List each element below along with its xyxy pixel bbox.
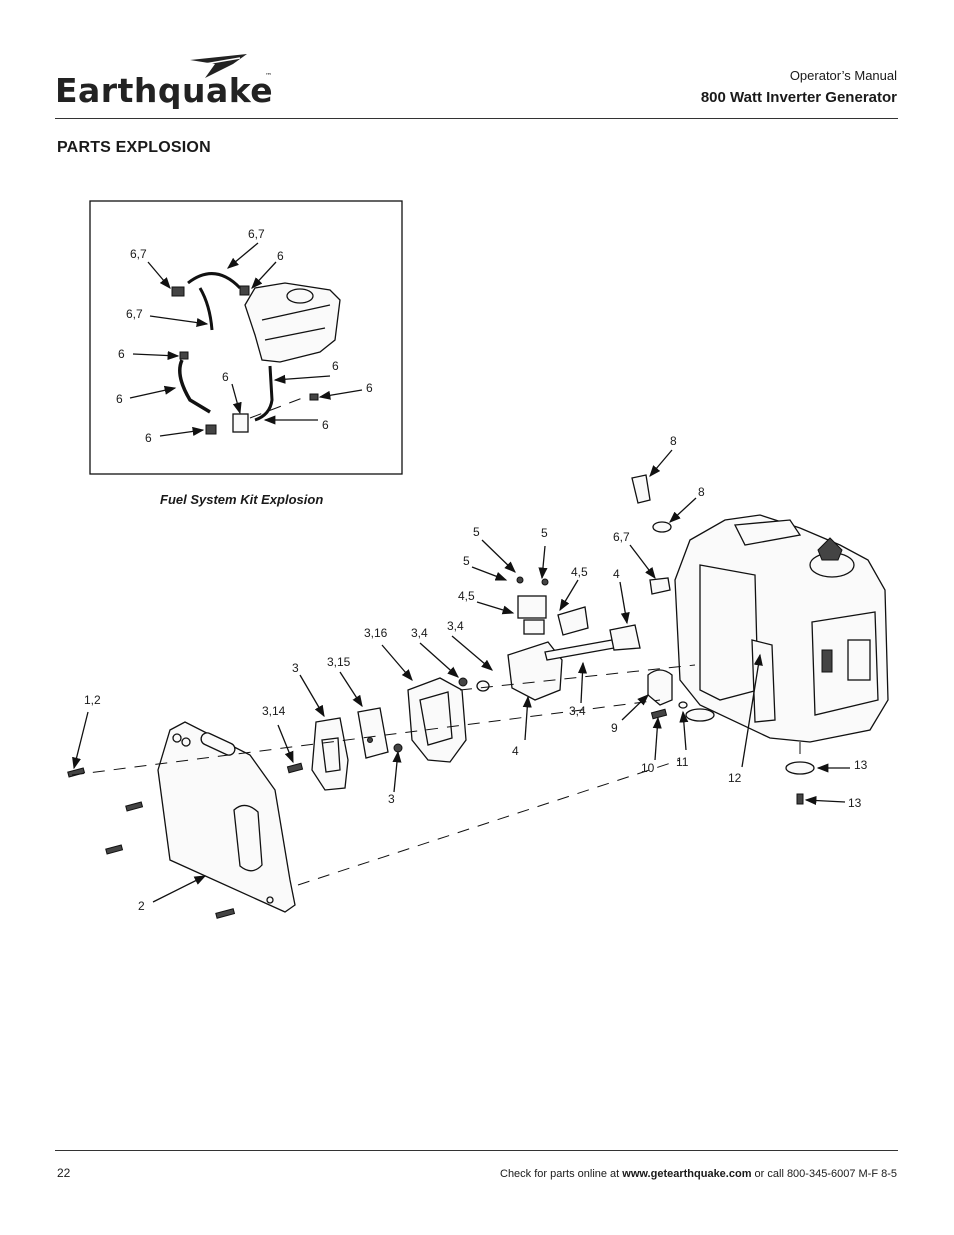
- part-label: 8: [670, 434, 677, 448]
- logo-swoosh-icon: [190, 54, 247, 78]
- inset-caption: Fuel System Kit Explosion: [160, 492, 323, 507]
- part-label: 6,7: [613, 530, 630, 544]
- carburetor-assembly: [458, 474, 815, 775]
- side-cover-panel: [157, 721, 296, 913]
- part-label: 9: [611, 721, 618, 735]
- earthquake-logo: Earthquake ™: [55, 54, 273, 110]
- part-label: 12: [728, 771, 742, 785]
- part-label: 3,4: [411, 626, 428, 640]
- inset-label: 6,7: [130, 247, 147, 261]
- part-label: 3,4: [447, 619, 464, 633]
- part-label: 3,4: [569, 704, 586, 718]
- footer-rule: [55, 1150, 898, 1151]
- doc-type: Operator’s Manual: [789, 68, 897, 83]
- part-label: 1,2: [84, 693, 101, 707]
- part-label: 3: [292, 661, 299, 675]
- part-label: 5: [463, 554, 470, 568]
- part-label: 4,5: [571, 565, 588, 579]
- footer-text: Check for parts online at www.getearthqu…: [500, 1168, 897, 1180]
- inset-label: 6: [277, 249, 284, 263]
- inset-label: 6: [366, 381, 373, 395]
- section-title: PARTS EXPLOSION: [57, 139, 211, 156]
- inset-label: 6,7: [126, 307, 143, 321]
- part-label: 11: [676, 755, 689, 769]
- part-label: 3: [388, 792, 395, 806]
- inset-label: 6: [116, 392, 123, 406]
- part-label: 13: [854, 758, 868, 772]
- part-label: 4: [613, 567, 620, 581]
- part-label: 5: [541, 526, 548, 540]
- part-label: 3,16: [364, 626, 388, 640]
- screw-icon: [67, 708, 804, 919]
- inset-label: 6: [222, 370, 229, 384]
- footer-suffix: or call 800-345-6007 M-F 8-5: [751, 1168, 897, 1180]
- inset-label: 6: [118, 347, 125, 361]
- product-title: 800 Watt Inverter Generator: [700, 89, 897, 106]
- inset-label: 6: [145, 431, 152, 445]
- inset-label: 6,7: [248, 227, 265, 241]
- part-label: 3,15: [327, 655, 351, 669]
- part-label: 2: [138, 899, 145, 913]
- logo-trademark: ™: [265, 72, 272, 80]
- header-rule: [55, 118, 898, 119]
- inset-label: 6: [332, 359, 339, 373]
- part-label: 13: [848, 796, 862, 810]
- part-label: 10: [641, 761, 655, 775]
- logo-wordmark: Earthquake: [55, 71, 273, 110]
- air-filter-assembly: [311, 677, 467, 791]
- page-number: 22: [57, 1166, 71, 1180]
- fuel-system-inset: 6,7 6,7 6 6,7 6 6 6 6 6 6 6: [89, 200, 403, 475]
- generator-housing: [674, 514, 889, 760]
- inset-label: 6: [322, 418, 329, 432]
- part-label: 4: [512, 744, 519, 758]
- footer-url-link[interactable]: www.getearthquake.com: [622, 1168, 752, 1180]
- part-label: 4,5: [458, 589, 475, 603]
- part-label: 3,14: [262, 704, 286, 718]
- part-label: 5: [473, 525, 480, 539]
- part-label: 8: [698, 485, 705, 499]
- footer-prefix: Check for parts online at: [500, 1168, 623, 1180]
